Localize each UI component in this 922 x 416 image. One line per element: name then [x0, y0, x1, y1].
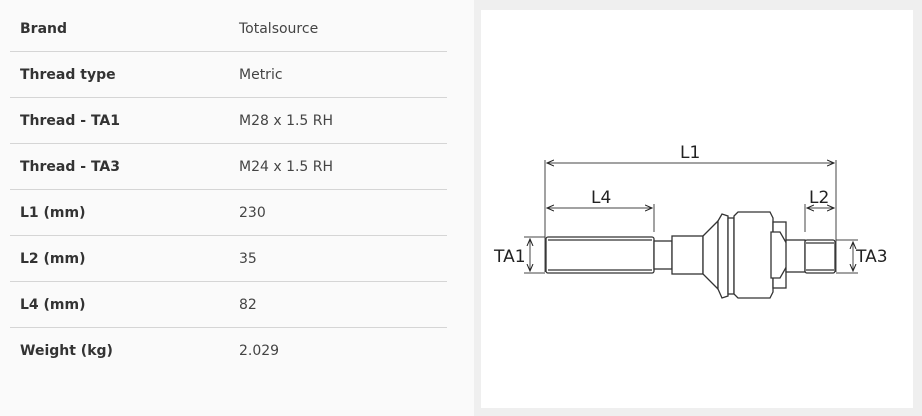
l1-label: L1 — [680, 143, 700, 163]
spec-label: Brand — [20, 20, 68, 37]
ta3-label: TA3 — [855, 247, 888, 267]
tie-rod-part — [545, 211, 836, 299]
spec-row-weight: Weight (kg) 2.029 — [10, 328, 447, 373]
spec-value: 82 — [239, 296, 257, 313]
spec-row-l1: L1 (mm) 230 — [10, 190, 447, 236]
spec-value: Metric — [239, 66, 283, 83]
spec-row-thread-ta1: Thread - TA1 M28 x 1.5 RH — [10, 98, 447, 144]
spec-value: M24 x 1.5 RH — [239, 158, 334, 175]
spec-row-thread-ta3: Thread - TA3 M24 x 1.5 RH — [10, 144, 447, 190]
spec-row-brand: Brand Totalsource — [10, 6, 447, 52]
spec-row-l4: L4 (mm) 82 — [10, 282, 447, 328]
spec-label: L1 (mm) — [20, 204, 86, 221]
spec-value: 35 — [239, 250, 257, 267]
dimension-lines — [524, 160, 858, 274]
spec-row-thread-type: Thread type Metric — [10, 52, 447, 98]
spec-label: Weight (kg) — [20, 342, 113, 359]
spec-value: M28 x 1.5 RH — [239, 112, 334, 129]
spec-label: Thread - TA3 — [20, 158, 120, 175]
spec-label: L4 (mm) — [20, 296, 86, 313]
specifications-table: Brand Totalsource Thread type Metric Threa… — [10, 6, 447, 373]
spec-label: Thread - TA1 — [20, 112, 120, 129]
ta1-label: TA1 — [493, 247, 526, 267]
l2-label: L2 — [809, 188, 829, 208]
spec-value: 230 — [239, 204, 266, 221]
spec-label: L2 (mm) — [20, 250, 86, 267]
spec-label: Thread type — [20, 66, 116, 83]
l4-label: L4 — [591, 188, 611, 208]
spec-value: 2.029 — [239, 342, 280, 359]
spec-value: Totalsource — [239, 20, 319, 37]
spec-row-l2: L2 (mm) 35 — [10, 236, 447, 282]
